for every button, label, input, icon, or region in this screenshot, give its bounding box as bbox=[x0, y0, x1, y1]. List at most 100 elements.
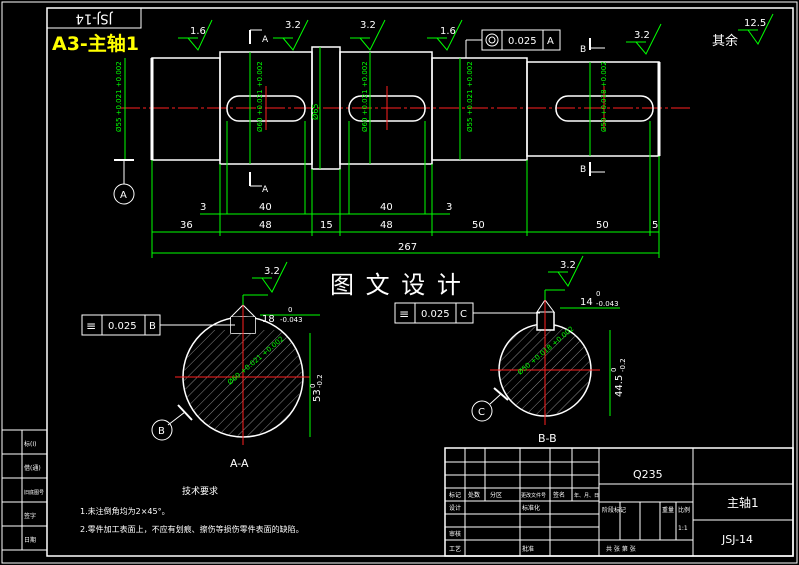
tol-b-datum: B bbox=[149, 321, 156, 332]
tol-c-datum: C bbox=[460, 309, 467, 320]
sec-b-label: B-B bbox=[538, 432, 557, 445]
dia-label-6: Ø50 +0.018 +0.002 bbox=[600, 61, 608, 132]
sec-a-width-tol-top: 0 bbox=[288, 306, 292, 314]
tol-b-value: 0.025 bbox=[108, 321, 137, 332]
sec-b-width: 14 bbox=[580, 297, 593, 308]
sec-mark-a-top: A bbox=[262, 35, 269, 45]
tb-part-name: 主轴1 bbox=[727, 495, 759, 510]
dim-overall: 267 bbox=[398, 242, 417, 253]
sec-a-label: A-A bbox=[230, 457, 249, 470]
diameter-dims: Ø55 +0.021 +0.002 Ø60 +0.021 +0.002 Ø65 … bbox=[115, 47, 608, 169]
roughness-6: 3.2 bbox=[264, 266, 280, 277]
tb-header-6: 年、月、日 bbox=[574, 492, 599, 499]
tb-process: 工艺 bbox=[449, 545, 461, 553]
tb-approve: 批准 bbox=[522, 545, 534, 553]
title-block: 标记 处数 分区 更改文件号 签名 年、月、日 设计 标准化 审核 工艺 批准 … bbox=[444, 447, 794, 557]
tb-header-3: 分区 bbox=[490, 491, 502, 499]
dim-top-1: 3 bbox=[200, 202, 206, 213]
tol-c-symbol: ≡ bbox=[399, 307, 409, 321]
tb-stage-1: 阶段标记 bbox=[602, 506, 626, 514]
tb-drawing-no: JSJ-14 bbox=[721, 533, 753, 546]
tol-top-value: 0.025 bbox=[508, 36, 537, 47]
datum-a-label: A bbox=[120, 190, 127, 201]
side-cell-1: 标(Ⅰ) bbox=[24, 440, 36, 448]
roughness-3: 3.2 bbox=[360, 20, 376, 31]
sec-b-width-tol-bot: -0.043 bbox=[596, 300, 619, 308]
side-cell-3: 旧底图号 bbox=[24, 489, 44, 496]
sec-b-width-tol-top: 0 bbox=[596, 290, 600, 298]
sec-b-depth-tol-top: 0 bbox=[610, 368, 618, 372]
dim-top-4: 40 bbox=[380, 202, 393, 213]
dia-label-2: Ø60 +0.021 +0.002 bbox=[256, 61, 264, 132]
inner-frame bbox=[46, 7, 794, 557]
dim-bot-7: 5 bbox=[652, 220, 658, 231]
tb-review: 审核 bbox=[449, 530, 461, 538]
dim-bot-3: 15 bbox=[320, 220, 333, 231]
tech-req-item-1: 1.未注倒角均为2×45°。 bbox=[80, 506, 170, 516]
section-b-b: 14 0 -0.043 44.5 0 -0.2 Ø50 +0.018 +0.00… bbox=[394, 255, 627, 445]
section-a-a: 18 0 -0.043 53 0 -0.2 Ø60 +0.021 +0.002 … bbox=[81, 261, 324, 470]
tb-sheet-info: 共 张 第 张 bbox=[606, 545, 636, 553]
tb-stage-3: 比例 bbox=[678, 506, 690, 514]
tb-scale: 1:1 bbox=[678, 525, 688, 532]
dim-bot-5: 50 bbox=[472, 220, 485, 231]
dim-top-2: 40 bbox=[259, 202, 272, 213]
sec-a-width-tol-bot: -0.043 bbox=[280, 316, 303, 324]
dia-label-1: Ø55 +0.021 +0.002 bbox=[115, 61, 123, 132]
sec-a-depth-tol-bot: -0.2 bbox=[316, 374, 324, 388]
sec-b-depth: 44.5 bbox=[614, 375, 625, 397]
sec-b-depth-tol-bot: -0.2 bbox=[619, 358, 627, 372]
side-cell-2: 借(通) bbox=[24, 464, 41, 472]
side-cell-5: 日期 bbox=[24, 536, 36, 544]
sec-a-depth-tol-top: 0 bbox=[309, 384, 317, 388]
sec-a-depth: 53 bbox=[312, 389, 323, 402]
dim-top-5: 3 bbox=[446, 202, 452, 213]
length-dims: 3 40 40 3 36 48 15 48 50 50 5 267 bbox=[151, 121, 660, 258]
tech-req-item-2: 2.零件加工表面上，不应有划痕、擦伤等损伤零件表面的缺陷。 bbox=[80, 524, 304, 534]
datum-b-label: B bbox=[158, 426, 165, 437]
tb-header-2: 处数 bbox=[468, 491, 480, 499]
side-table: 标(Ⅰ) 借(通) 旧底图号 签字 日期 bbox=[1, 429, 48, 551]
dim-bot-2: 48 bbox=[259, 220, 272, 231]
remaining-roughness-value: 12.5 bbox=[744, 18, 766, 29]
dia-label-5: Ø55 +0.021 +0.002 bbox=[466, 61, 474, 132]
dim-bot-4: 48 bbox=[380, 220, 393, 231]
sec-mark-b-top: B bbox=[580, 45, 586, 55]
shaft-main-view bbox=[120, 46, 690, 170]
tol-top-datum: A bbox=[547, 36, 554, 47]
tb-design: 设计 bbox=[449, 504, 461, 512]
roughness-4: 1.6 bbox=[440, 26, 456, 37]
sec-a-width: 18 bbox=[262, 314, 275, 325]
sec-mark-b-bot: B bbox=[580, 165, 586, 175]
roughness-symbols: 1.6 3.2 3.2 1.6 3.2 其余 12.5 bbox=[178, 13, 774, 55]
tb-header-1: 标记 bbox=[449, 491, 461, 499]
dim-bot-6: 50 bbox=[596, 220, 609, 231]
side-cell-4: 签字 bbox=[24, 512, 36, 520]
tol-c-value: 0.025 bbox=[421, 309, 450, 320]
section-marks: A A B B bbox=[249, 29, 605, 195]
code-box-top-text: JSJ-14 bbox=[76, 11, 114, 26]
watermark-text: 图 文 设 计 bbox=[330, 271, 463, 299]
dia-label-4: Ø60 +0.021 +0.002 bbox=[361, 61, 369, 132]
tb-stage-2: 重量 bbox=[662, 506, 674, 514]
dia-label-3: Ø65 bbox=[310, 104, 320, 120]
sec-mark-a-bot: A bbox=[262, 185, 269, 195]
remaining-roughness-label: 其余 bbox=[712, 33, 738, 49]
roughness-7: 3.2 bbox=[560, 260, 576, 271]
tech-req-heading: 技术要求 bbox=[182, 485, 218, 497]
tb-header-5: 签名 bbox=[553, 491, 565, 499]
code-box-top bbox=[46, 7, 142, 29]
roughness-1: 1.6 bbox=[190, 26, 206, 37]
drawing-title-label: A3-主轴1 bbox=[52, 32, 139, 55]
tb-material: Q235 bbox=[633, 468, 663, 481]
tb-header-4: 更改文件号 bbox=[521, 492, 546, 499]
roughness-2: 3.2 bbox=[285, 20, 301, 31]
tolerance-frame-top: 0.025 A bbox=[465, 29, 561, 58]
datum-c-label: C bbox=[478, 407, 485, 418]
tol-b-symbol: ≡ bbox=[86, 319, 96, 333]
dim-bot-1: 36 bbox=[180, 220, 193, 231]
datum-a: A bbox=[113, 159, 135, 205]
roughness-5: 3.2 bbox=[634, 30, 650, 41]
